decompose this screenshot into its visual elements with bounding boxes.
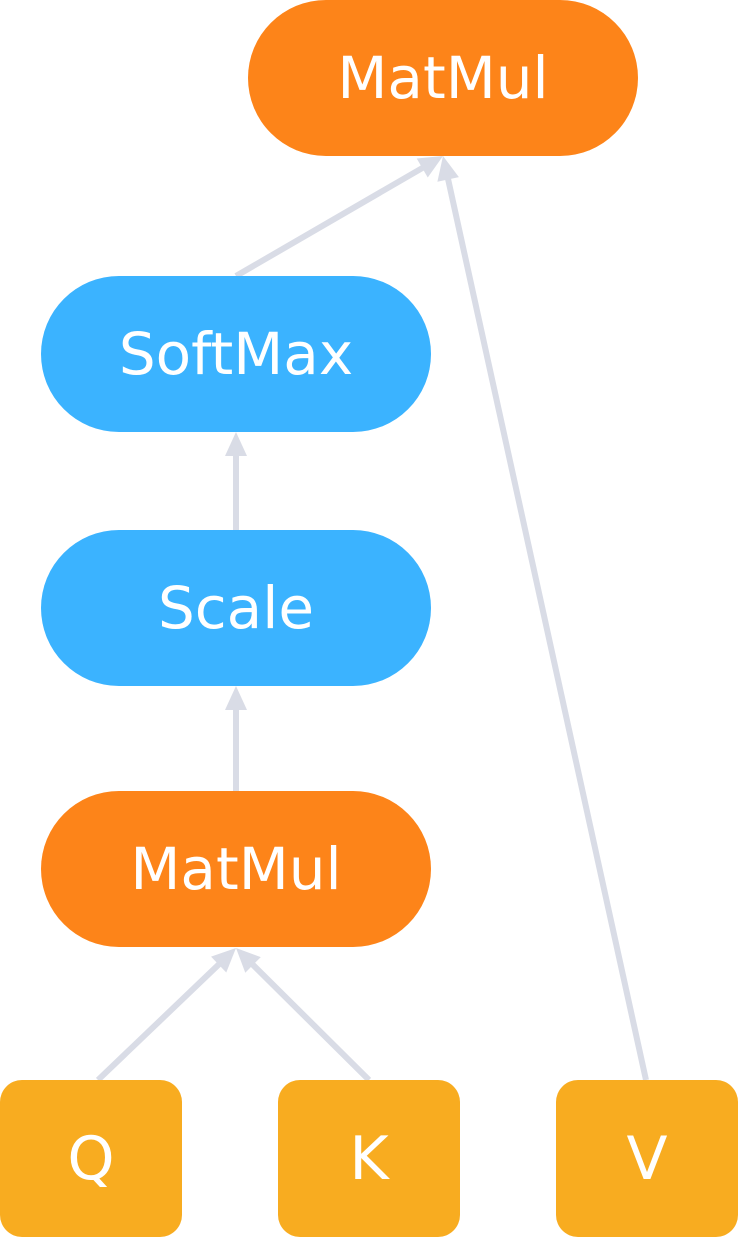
arrowhead-icon (225, 686, 247, 710)
edge-matmul-bottom-to-scale (225, 686, 247, 791)
edge-v-to-matmul-top (437, 156, 649, 1081)
arrowhead-icon (236, 948, 261, 973)
matmul-bottom-label: MatMul (130, 835, 342, 903)
arrowhead-icon (416, 156, 443, 178)
edge-line (95, 961, 223, 1083)
input-v-node: V (556, 1080, 738, 1237)
scale-label: Scale (157, 574, 315, 642)
edge-line (444, 176, 649, 1081)
arrowhead-icon (437, 156, 459, 182)
input-q-label: Q (67, 1123, 115, 1194)
arrowhead-icon (211, 948, 236, 973)
input-k-label: K (349, 1123, 389, 1194)
input-q-node: Q (0, 1080, 182, 1237)
matmul-bottom-node: MatMul (41, 791, 431, 947)
edge-line (234, 164, 426, 279)
input-v-label: V (626, 1123, 668, 1194)
edge-q-to-matmul-bottom (95, 948, 236, 1083)
matmul-top-node: MatMul (248, 0, 638, 156)
edge-softmax-to-matmul-top (234, 156, 443, 279)
matmul-top-label: MatMul (337, 44, 549, 112)
arrowhead-icon (225, 432, 247, 456)
softmax-label: SoftMax (118, 320, 354, 388)
scale-node: Scale (41, 530, 431, 686)
edge-scale-to-softmax (225, 432, 247, 530)
input-k-node: K (278, 1080, 460, 1237)
softmax-node: SoftMax (41, 276, 431, 432)
edge-line (249, 961, 372, 1083)
edge-k-to-matmul-bottom (236, 948, 372, 1083)
